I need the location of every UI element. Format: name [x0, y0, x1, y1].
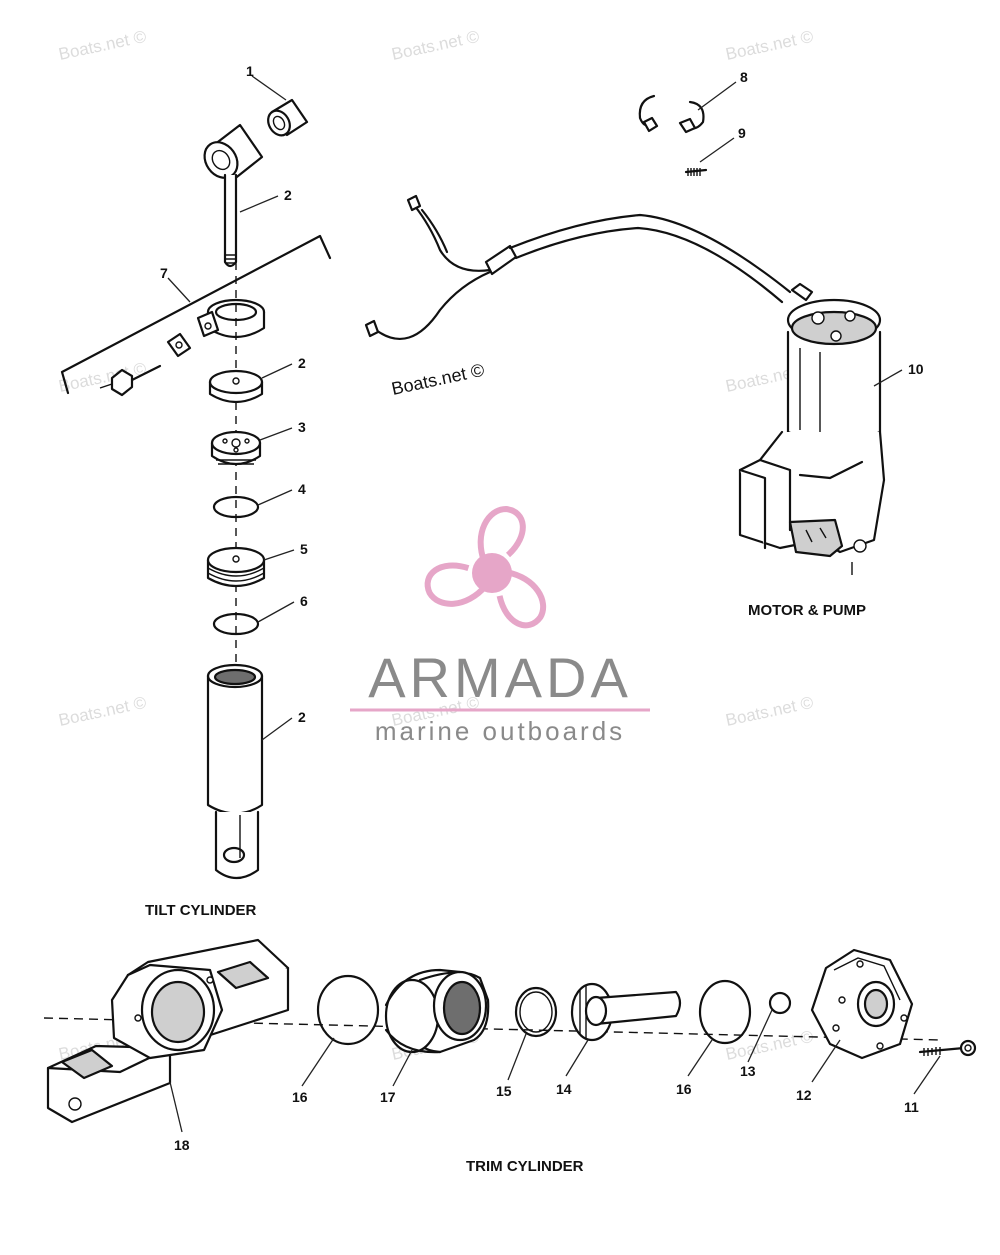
piston-head-part: [210, 430, 262, 466]
square-nut-part: [166, 332, 192, 358]
bolt-part: [99, 364, 162, 397]
callout-8: 8: [740, 69, 748, 85]
tilt-cylinder-body-part: [206, 663, 264, 880]
callout-2: 2: [298, 709, 306, 725]
wire-harness-part: [364, 194, 792, 340]
logo-tagline: marine outboards: [375, 716, 625, 746]
kit-bracket-line: [60, 234, 332, 395]
logo-wordmark: ARMADA: [368, 646, 632, 709]
end-cap-bolt-part: [918, 1039, 977, 1057]
trim-piston-rod-part: [570, 982, 682, 1042]
section-title-trim-cylinder: TRIM CYLINDER: [466, 1158, 584, 1175]
check-ball-part: [768, 991, 792, 1015]
trim-cylinder-assembly: [43, 938, 977, 1124]
o-ring-part: [698, 979, 752, 1045]
watermark: Boats.net ©: [390, 27, 482, 64]
callout-1: 1: [246, 63, 254, 79]
callout-labels: 1 2 7 2 3 4 5 6 2 8 9 10 18 16 17 15 14 …: [160, 63, 924, 1153]
callout-6: 6: [300, 593, 308, 609]
leader-lines: [167, 75, 941, 1133]
callout-14: 14: [556, 1081, 572, 1097]
callout-10: 10: [908, 361, 924, 377]
end-cap-part: [810, 948, 914, 1060]
propeller-icon: [424, 506, 547, 629]
watermark: Boats.net ©: [724, 693, 816, 730]
callout-9: 9: [738, 125, 746, 141]
o-ring-part: [212, 495, 260, 519]
watermark: Boats.net ©: [57, 27, 149, 64]
cap-disc-part: [208, 369, 264, 404]
trim-housing-part: [46, 938, 290, 1124]
callout-15: 15: [496, 1083, 512, 1099]
callout-7: 7: [160, 265, 168, 281]
callout-12: 12: [796, 1087, 812, 1103]
callout-2: 2: [284, 187, 292, 203]
watermark: Boats.net ©: [724, 27, 816, 64]
motor-body-part: [738, 282, 886, 575]
watermark: Boats.net ©: [57, 359, 149, 396]
callout-2: 2: [298, 355, 306, 371]
clamp-part: [196, 298, 266, 339]
piston-part: [206, 546, 266, 588]
callout-5: 5: [300, 541, 308, 557]
sleeve-part: [384, 968, 490, 1054]
tilt-cylinder-assembly: [60, 98, 332, 880]
callout-4: 4: [298, 481, 306, 497]
section-title-tilt-cylinder: TILT CYLINDER: [145, 902, 257, 919]
retaining-clip-part: [638, 94, 705, 134]
o-ring-part: [212, 612, 260, 636]
callout-11: 11: [904, 1099, 919, 1115]
seal-ring-part: [514, 986, 558, 1038]
watermark: Boats.net ©: [57, 693, 149, 730]
motor-pump-assembly: [364, 94, 886, 575]
callout-16: 16: [676, 1081, 692, 1097]
bushing-part: [267, 98, 309, 137]
callout-13: 13: [740, 1063, 756, 1079]
callout-18: 18: [174, 1137, 190, 1153]
callout-17: 17: [380, 1089, 396, 1105]
screw-part: [684, 168, 708, 174]
section-title-motor-pump: MOTOR & PUMP: [748, 602, 866, 619]
armada-logo: ARMADA marine outboards: [350, 506, 650, 746]
watermark-dark: Boats.net ©: [390, 360, 486, 399]
o-ring-part: [316, 974, 380, 1046]
callout-16: 16: [292, 1089, 308, 1105]
tilt-pin-part: [203, 123, 264, 268]
callout-3: 3: [298, 419, 306, 435]
watermark: Boats.net ©: [724, 1027, 816, 1064]
